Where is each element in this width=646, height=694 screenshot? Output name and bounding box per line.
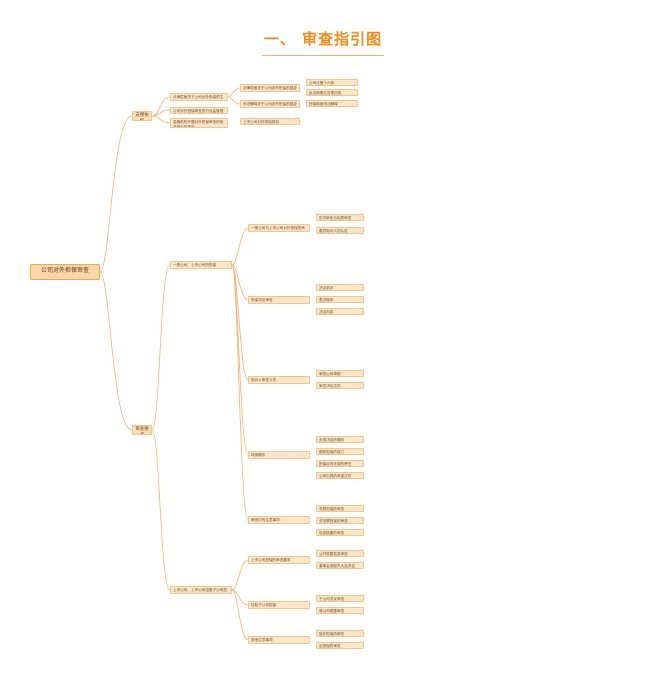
node-review-notes: 审查中的注意事项 — [248, 516, 310, 524]
branch-support-basis: 支撑依据 — [132, 111, 152, 121]
link-b2_1-a — [231, 227, 249, 266]
leaf-related-guarantee: 关联担保的审查 — [316, 505, 364, 512]
leaf-counter-guarantee: 反担保的审查 — [316, 642, 364, 649]
link-b2_1-e — [231, 264, 249, 521]
root-node: 公司对外担保审查 — [30, 264, 100, 280]
branch-law-provisions-a: 法律层面关于公司对外担保的规定 — [240, 84, 300, 92]
link-b2_1-c — [231, 264, 249, 381]
node-special-cases: 特殊情形 — [248, 451, 310, 459]
leaf-unrelated-guarantee: 非关联担保的审查 — [316, 517, 364, 524]
branch-judicial-interpretation: 司法解释关于公司对外担保的规定 — [240, 100, 300, 108]
link-b2-b2_1 — [151, 264, 171, 431]
leaf-commitment-documents: 公司出具的承诺文件 — [316, 472, 364, 479]
node-subsidiary-guarantee: 控股子公司担保 — [248, 601, 310, 609]
branch-listed-subsidiary: 上市公司、上市公司控股子公司担保 — [170, 586, 232, 594]
leaf-listed-company-rules: 上市公司对外担保规范 — [240, 118, 300, 125]
leaf-resolution-body: 决议机关 — [316, 284, 364, 291]
node-review-rules: 一般公司与上市公司对外担保的审查规则 — [248, 224, 310, 232]
link-b1-b1_1 — [151, 96, 171, 117]
node-counterparty-duty: 相对人审查义务 — [248, 376, 310, 384]
leaf-review-articles: 审查公司章程 — [316, 370, 364, 377]
leaf-formal-substantive: 形式审查与实质审查 — [316, 214, 364, 221]
leaf-subsidiary-resolution: 子公司决议审查 — [316, 595, 364, 602]
link-b2_1-b — [231, 264, 249, 301]
leaf-overseas-guarantee: 境外担保的审查 — [316, 630, 364, 637]
leaf-board-resolution: 董事会或股东大会决议 — [316, 562, 364, 569]
leaf-review-resolution: 审查决议文件 — [316, 382, 364, 389]
link-b2-b2_2 — [151, 429, 171, 591]
branch-financial-guidance: 金融机构开展对外担保审查的相关指引性规定 — [170, 118, 228, 128]
branch-industry-regulation: 公司对外担保审查的行业监管规定 — [170, 107, 228, 114]
link-b2_2-c — [231, 589, 249, 641]
link-b2_1-d — [231, 264, 249, 456]
branch-law-provisions: 法律层面关于公司对外担保的主要规定 — [170, 93, 228, 101]
branch-general-and-listed: 一般公司、上市公司的担保 — [170, 261, 232, 269]
leaf-civil-code-504: 民法典第五百零四条 — [306, 89, 358, 96]
leaf-resolution-content: 决议内容 — [316, 308, 364, 315]
leaf-guarantee-interpretation: 担保制度司法解释 — [306, 100, 358, 107]
leaf-company-law-16: 公司法第十六条 — [306, 79, 358, 86]
leaf-no-resolution-needed: 无须决议的情形 — [316, 436, 364, 443]
link-root-b2 — [99, 271, 133, 431]
leaf-voting-procedure: 表决程序 — [316, 296, 364, 303]
link-b2_2-a — [231, 559, 249, 591]
leaf-ultra-vires-effect: 越权担保的效力 — [316, 448, 364, 455]
leaf-public-disclosure: 公开披露信息审查 — [316, 550, 364, 557]
link-b1-b1_3 — [151, 115, 171, 124]
leaf-good-faith-party: 善意相对人的认定 — [316, 227, 364, 234]
link-b1_1-b — [227, 96, 241, 105]
branch-review-points: 审查要点 — [132, 425, 152, 435]
link-b1_1-a — [227, 87, 241, 98]
node-other-notes: 其他注意事项 — [248, 636, 310, 644]
node-listed-requirements: 上市公司担保的审查要求 — [248, 556, 310, 564]
leaf-disclosure-review: 信息披露的审查 — [316, 529, 364, 536]
title-underline — [262, 55, 384, 56]
leaf-parent-disclosure: 母公司披露审查 — [316, 607, 364, 614]
link-root-b1 — [99, 115, 133, 273]
page-title: 一、 审查指引图 — [263, 30, 383, 48]
leaf-invalid-contract-liability: 担保合同无效的责任 — [316, 460, 364, 467]
node-resolution-review: 担保决议审查 — [248, 296, 310, 304]
